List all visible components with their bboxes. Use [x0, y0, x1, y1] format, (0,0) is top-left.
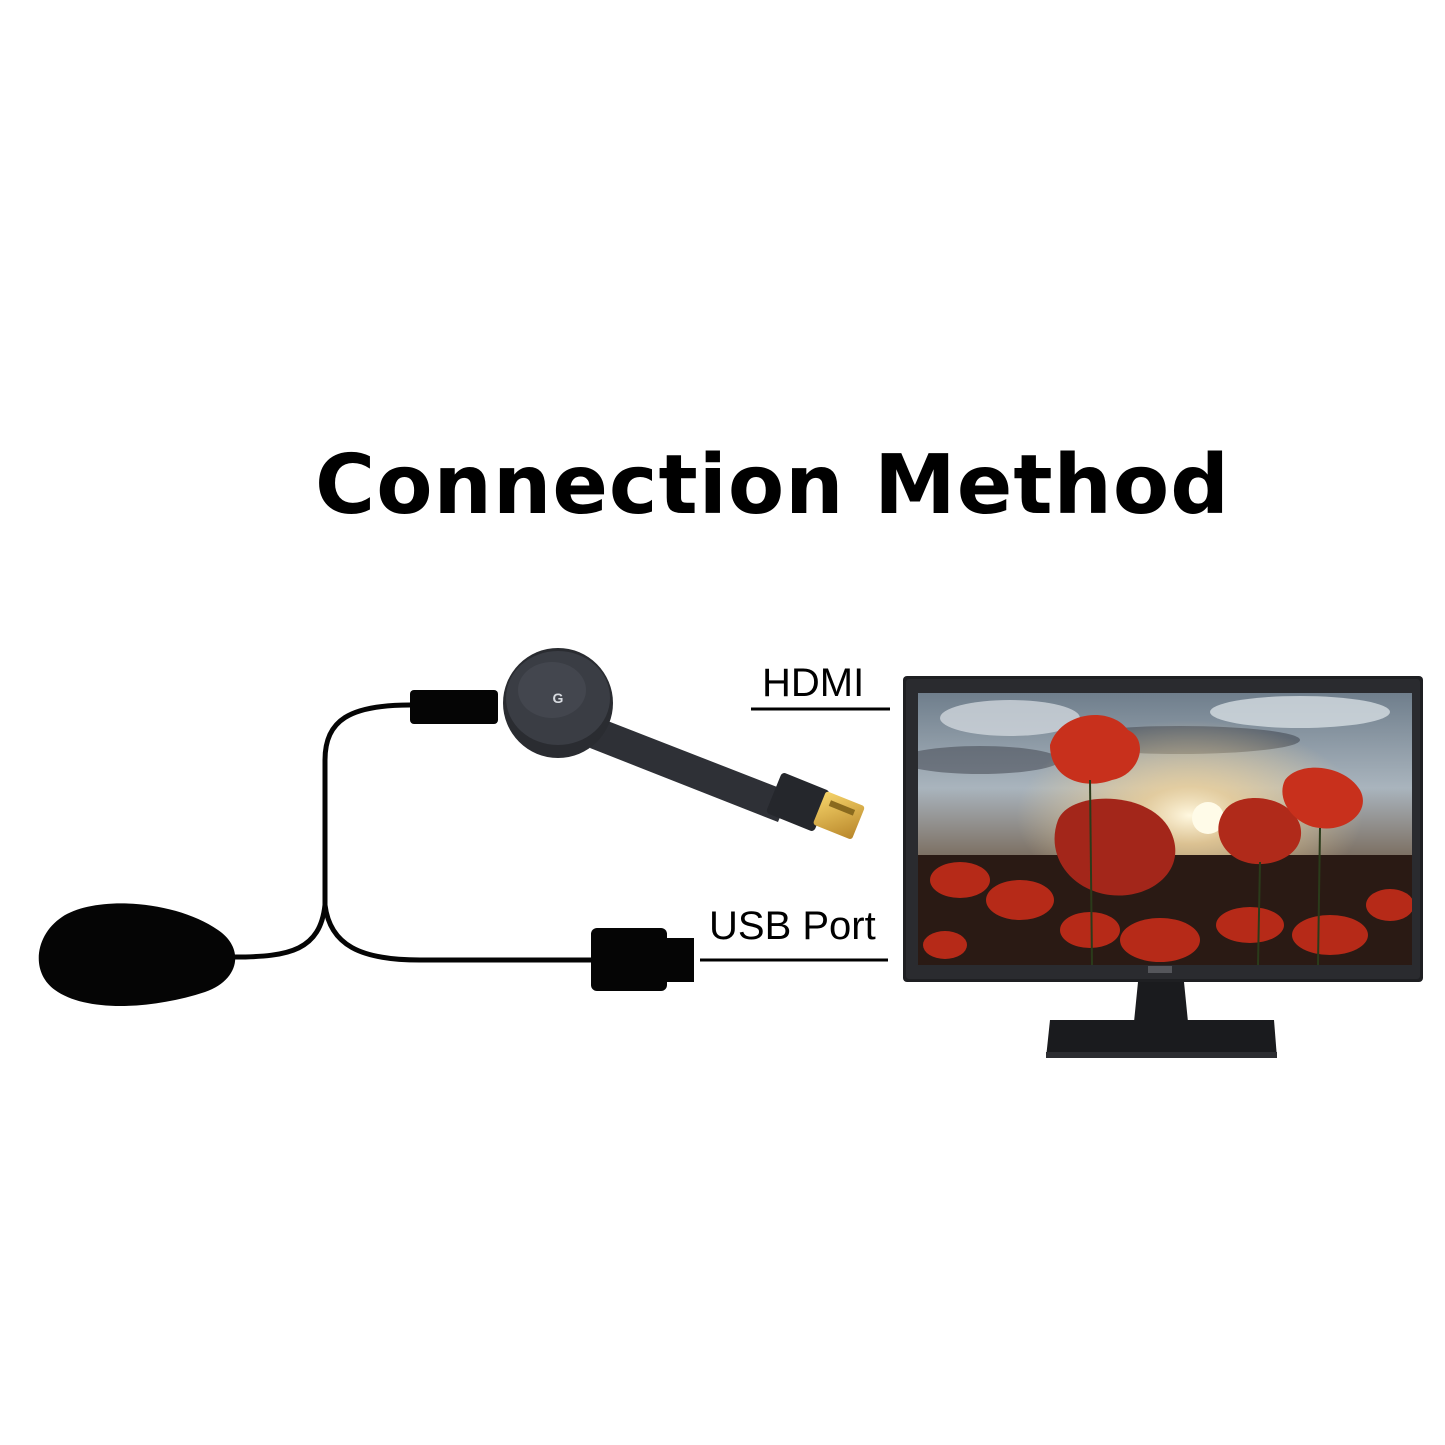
micro-usb-connector [410, 690, 498, 724]
wireless-display-dongle-icon: G [503, 648, 865, 840]
monitor-icon [903, 676, 1423, 1058]
page-title: Connection Method [315, 438, 1230, 533]
monitor-screen [918, 693, 1412, 965]
y-splitter-cable [232, 702, 598, 963]
hdmi-label: HDMI [762, 661, 865, 705]
usb-port-label: USB Port [709, 904, 876, 948]
dongle-logo: G [553, 690, 564, 706]
power-adapter-icon [38, 903, 236, 1006]
label-lines [700, 707, 890, 962]
usb-a-connector [591, 928, 694, 991]
